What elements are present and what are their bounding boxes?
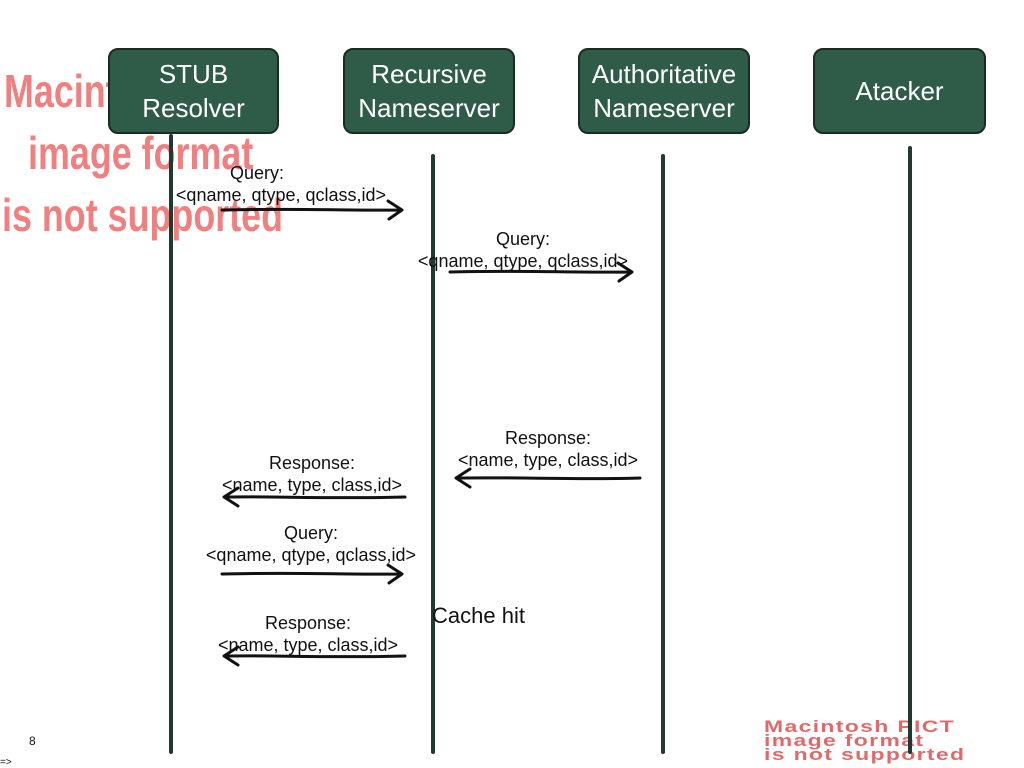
pict-placeholder-small-line-3: is not supported [764,745,966,764]
stray-mark: => [0,757,12,768]
actor-authoritative-nameserver-line-2: Nameserver [593,93,735,123]
message-response-2-label: Response: <name, type, class,id> [212,452,412,496]
message-response-3-tuple: <name, type, class,id> [217,635,399,655]
message-query-1-label: Query: <qname, qtype, qclass,id> [170,162,392,206]
pict-placeholder-line-3: is not supported [2,189,284,241]
arrow-response-3 [222,645,407,667]
message-response-1-title: Response: [504,428,592,448]
actor-recursive-nameserver-line-2: Nameserver [358,93,500,123]
pict-placeholder-small-line-2: image format [764,731,925,750]
message-query-2-tuple: <qname, qtype, qclass,id> [417,251,629,271]
actor-attacker: Atacker [813,48,986,134]
message-response-1-label: Response: <name, type, class,id> [448,427,648,471]
actor-authoritative-nameserver-line-1: Authoritative [591,59,737,89]
message-query-2-label: Query: <qname, qtype, qclass,id> [412,228,634,272]
actor-stub-resolver-line-2: Resolver [142,93,245,123]
message-query-1-tuple: <qname, qtype, qclass,id> [175,185,387,205]
arrow-query-1 [220,199,404,221]
arrow-query-2 [448,261,634,283]
arrow-response-1 [454,467,642,489]
actor-stub-resolver: STUB Resolver [108,48,279,134]
actor-recursive-nameserver-line-1: Recursive [371,59,487,89]
message-response-2-tuple: <name, type, class,id> [221,475,403,495]
cache-hit-note: Cache hit [432,603,525,628]
page-number: 8 [29,734,36,748]
message-response-3-label: Response: <name, type, class,id> [208,612,408,656]
message-query-2-title: Query: [495,229,551,249]
pict-placeholder-line-2: image format [28,127,254,179]
message-query-3-tuple: <qname, qtype, qclass,id> [205,545,417,565]
arrow-query-3 [220,563,404,585]
message-response-1-tuple: <name, type, class,id> [457,450,639,470]
message-query-3-label: Query: <qname, qtype, qclass,id> [198,522,424,566]
actor-stub-resolver-line-1: STUB [158,59,229,89]
actor-attacker-line-1: Atacker [855,76,944,106]
message-query-1-title: Query: [230,163,285,183]
actor-authoritative-nameserver: Authoritative Nameserver [578,48,750,134]
pict-placeholder-small-line-1: Macintosh PICT [764,717,956,736]
message-query-3-title: Query: [283,523,339,543]
actor-recursive-nameserver: Recursive Nameserver [343,48,515,134]
message-response-2-title: Response: [268,453,356,473]
message-response-3-title: Response: [264,613,352,633]
arrow-response-2 [222,486,407,508]
